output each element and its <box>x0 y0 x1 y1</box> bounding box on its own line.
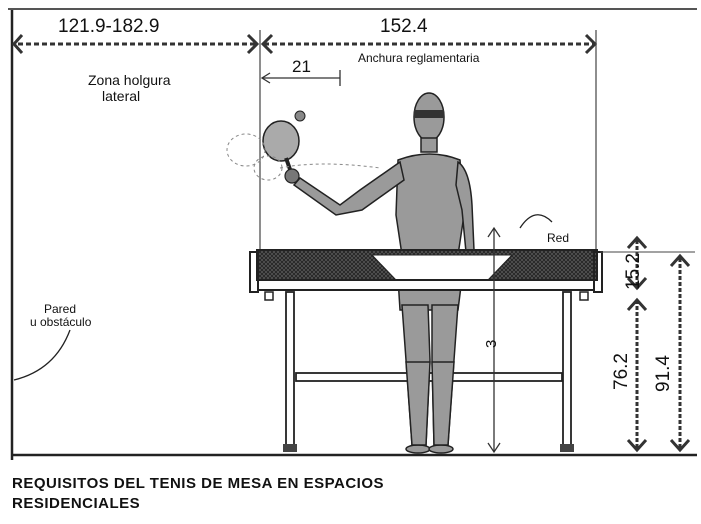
net-top-height-label: 91.4 <box>653 355 674 392</box>
regulation-width-value: 152.4 <box>380 16 428 37</box>
arm-offset-label: 21 <box>292 57 311 76</box>
paddle-icon <box>262 120 300 184</box>
ball-icon <box>294 110 306 122</box>
wall-line-1: Pared <box>44 302 77 316</box>
clearance-width-dimension <box>11 33 260 55</box>
head-band <box>414 110 444 118</box>
wall-label: Pared u obstáculo <box>30 302 92 330</box>
motion-ghost <box>226 133 381 181</box>
wall-pointer <box>13 329 71 381</box>
clearance-zone-line-2: lateral <box>102 88 141 105</box>
caption-line-1: REQUISITOS DEL TENIS DE MESA EN ESPACIOS <box>12 475 385 492</box>
net-top-height-dimension <box>669 253 691 453</box>
net-height-label: 15.2 <box>623 253 644 290</box>
wall-line-2: u obstáculo <box>30 315 92 330</box>
clearance-zone-line-1: Zona holgura <box>88 72 171 88</box>
net-label: Red <box>547 231 570 245</box>
regulation-width-label: Anchura reglamentaria <box>358 51 480 65</box>
table-height-label: 76.2 <box>611 353 632 390</box>
regulation-width-dimension <box>260 33 598 55</box>
caption-line-2: RESIDENCIALES <box>12 495 141 512</box>
diagram-drawing <box>8 8 697 460</box>
clearance-zone-label: Zona holgura lateral <box>88 72 171 104</box>
figure-caption: REQUISITOS DEL TENIS DE MESA EN ESPACIOS… <box>12 474 572 514</box>
net-pointer <box>519 214 553 229</box>
clearance-width-label: 121.9-182.9 <box>58 16 160 37</box>
ping-pong-diagram: 121.9-182.9 152.4 Anchura reglamentaria … <box>8 8 697 460</box>
table-height-dimension <box>626 297 648 453</box>
net-height-dimension <box>626 235 648 291</box>
arm-offset-dimension <box>260 70 341 86</box>
player-height-dimension <box>487 226 501 454</box>
player-height-label: 3 <box>483 339 500 348</box>
